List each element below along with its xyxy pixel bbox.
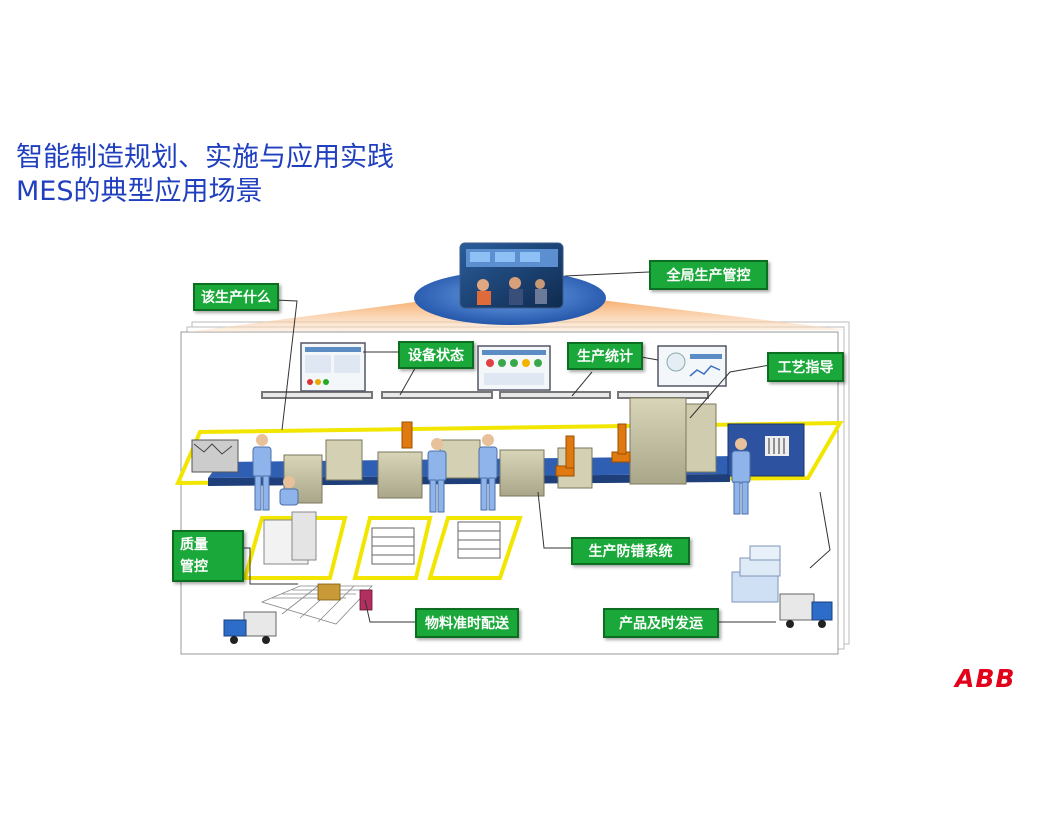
floor-screen-3 <box>657 345 727 387</box>
callout-quality-control-line2: 管控 <box>180 559 208 575</box>
floor-screen-2 <box>477 345 551 391</box>
slide-title: 智能制造规划、实施与应用实践 <box>16 142 394 173</box>
callout-process-guidance: 工艺指导 <box>767 352 844 382</box>
delivery-truck-right <box>779 593 833 628</box>
workers <box>252 434 751 515</box>
warehouse-grid <box>260 583 373 625</box>
delivery-truck-left <box>223 611 277 644</box>
callout-error-proofing: 生产防错系统 <box>571 537 690 565</box>
callout-timely-shipping: 产品及时发运 <box>603 608 719 638</box>
callout-equipment-status: 设备状态 <box>398 341 474 369</box>
callout-production-stats: 生产统计 <box>567 342 643 370</box>
slide-subtitle: MES的典型应用场景 <box>16 176 263 207</box>
work-stations <box>191 397 805 504</box>
callout-what-to-produce: 该生产什么 <box>193 283 279 311</box>
material-carts <box>263 511 501 565</box>
callout-leader-lines <box>240 271 831 623</box>
callout-quality-control-line1: 质量 <box>180 537 208 553</box>
floor-screen-1 <box>300 342 366 392</box>
robot-arms <box>401 421 631 477</box>
abb-logo: ABB <box>955 664 1016 693</box>
control-center <box>414 242 606 325</box>
callout-global-control: 全局生产管控 <box>649 260 768 290</box>
overhead-gantries <box>261 391 709 399</box>
product-boxes <box>731 545 781 603</box>
callout-quality-control: 质量 管控 <box>172 530 244 582</box>
callout-jit-delivery: 物料准时配送 <box>415 608 519 638</box>
